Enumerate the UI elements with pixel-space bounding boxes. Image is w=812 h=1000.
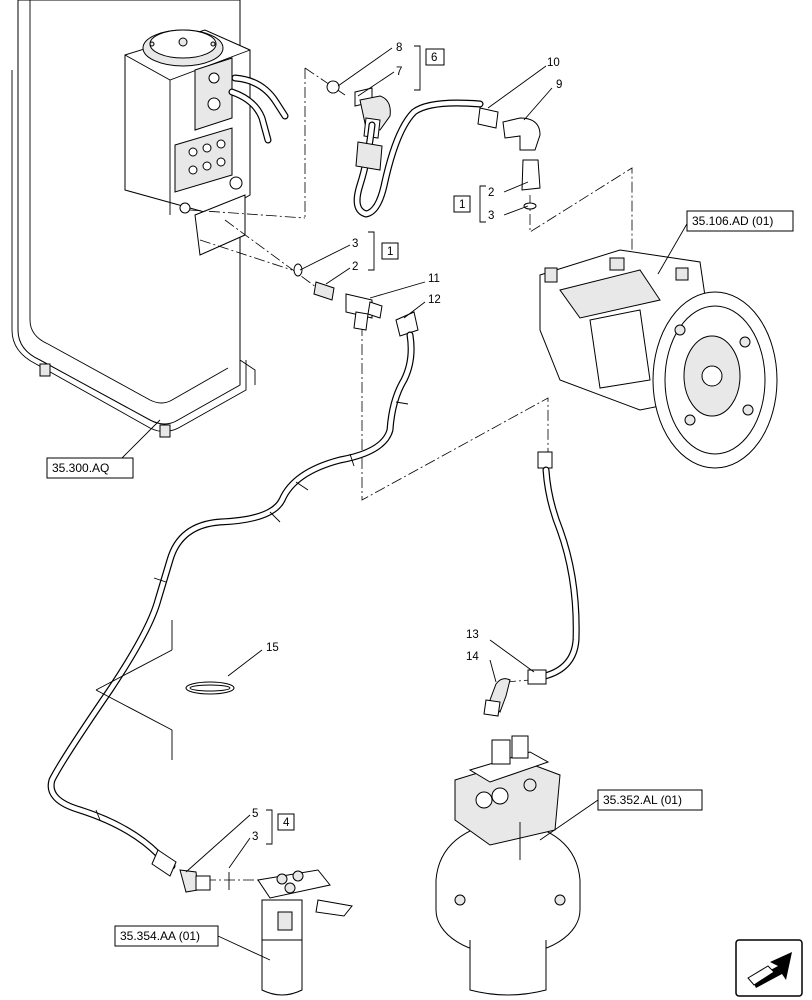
callout-labels: 8 7 6 10 9 2 3 1 3 2 1 11 12 13 14 15 5 … [252,42,562,843]
callout-7: 7 [396,66,402,78]
reference-boxes: 35.106.AD (01) 35.300.AQ 35.352.AL (01) … [46,210,794,947]
ref-box-swivel[interactable] [114,925,219,947]
callout-11: 11 [428,273,440,285]
hydraulic-tank [11,0,289,438]
leader-lines [119,45,689,961]
bottom-left-fittings [179,869,230,893]
callout-3-top: 3 [488,210,494,222]
callout-8: 8 [396,42,402,54]
top-fittings [326,80,541,218]
callout-14: 14 [466,651,479,663]
ref-swing-motor[interactable]: 35.352.AL (01) [603,793,682,807]
middle-fittings [293,263,419,337]
long-hose [47,331,415,877]
callout-1-top: 1 [459,199,465,211]
callout-2-mid: 2 [352,261,358,273]
callout-4: 4 [283,817,290,829]
ref-box-swing-motor[interactable] [597,789,703,811]
hydraulic-pump [539,249,778,469]
swing-motor [435,735,581,996]
arrow-down-left-icon[interactable] [735,939,803,997]
callout-box-1-mid [381,242,399,260]
ref-tank[interactable]: 35.300.AQ [52,461,109,475]
clamp-15 [95,620,235,760]
callout-15: 15 [266,642,279,654]
ref-box-tank[interactable] [46,457,134,479]
callout-3-bottom: 3 [252,831,258,843]
callout-3-mid: 3 [352,238,358,250]
ref-pump[interactable]: 35.106.AD (01) [692,214,773,228]
callout-9: 9 [556,79,562,91]
ref-box-pump[interactable] [686,210,794,232]
callout-2-top: 2 [488,187,494,199]
callout-5: 5 [252,808,258,820]
callout-12: 12 [428,294,441,306]
callout-6: 6 [431,52,437,64]
callout-box-1-top [453,195,471,213]
callout-box-4 [277,813,295,831]
connection-lines [189,67,633,881]
callout-1-mid: 1 [387,246,393,258]
hose-13 [483,451,580,717]
swivel-joint [257,869,353,996]
callout-13: 13 [466,629,479,641]
callout-10: 10 [547,57,560,69]
callout-box-6 [425,48,445,66]
ref-swivel[interactable]: 35.354.AA (01) [120,929,200,943]
